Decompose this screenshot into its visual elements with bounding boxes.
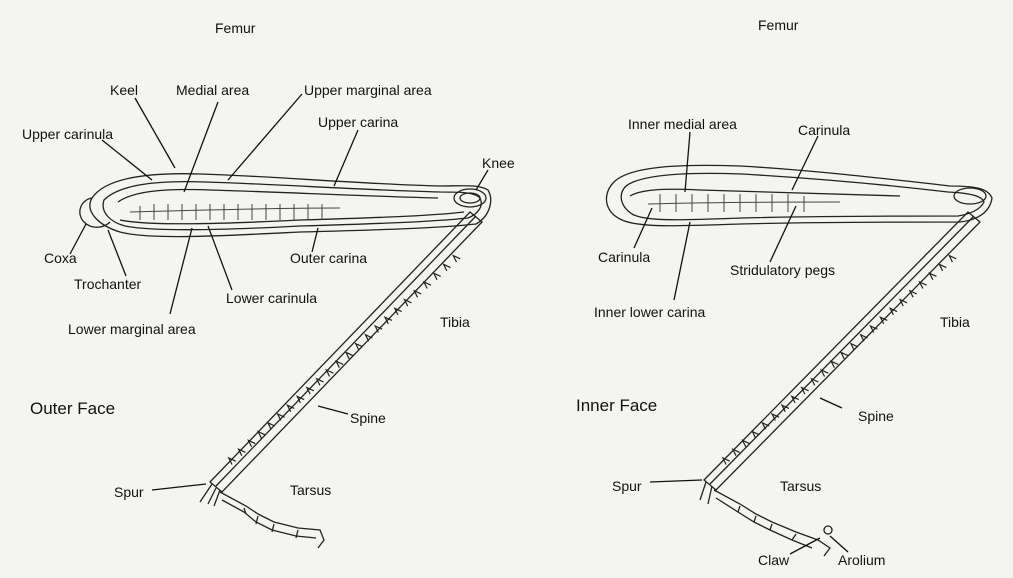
outer-knee-label: Knee	[482, 155, 515, 171]
outer-lower-marginal-area-label: Lower marginal area	[68, 321, 196, 337]
inner-face-title: Inner Face	[576, 396, 657, 415]
outer-upper-carina-label: Upper carina	[318, 114, 398, 130]
outer-upper-marginal-area-label: Upper marginal area	[304, 82, 432, 98]
outer-keel-label: Keel	[110, 82, 138, 98]
tibia-spine	[939, 264, 946, 271]
outer-trochanter-label: Trochanter	[74, 276, 141, 292]
inner-tarsus-label: Tarsus	[780, 478, 821, 494]
tibia-spine	[297, 396, 304, 403]
outer-medial-area-label: Medial area	[176, 82, 249, 98]
outer-face-title: Outer Face	[30, 399, 115, 418]
inner-arolium-label: Arolium	[838, 552, 885, 568]
outer-coxa-label: Coxa	[44, 250, 77, 266]
inner-carinula-label: Carinula	[598, 249, 650, 265]
inner-spur-label: Spur	[612, 478, 642, 494]
tibia-spine	[239, 449, 246, 456]
inner-tibia-spines	[723, 256, 956, 465]
tibia-spine	[930, 273, 937, 280]
tibia-spine	[229, 458, 236, 465]
tibia-spine	[317, 379, 324, 386]
tibia-spine	[414, 291, 421, 298]
outer-lower-carinula-label: Lower carinula	[226, 290, 317, 306]
tibia-spine	[900, 300, 907, 307]
tibia-spine	[385, 317, 392, 324]
inner-tibia-label: Tibia	[940, 314, 970, 330]
tibia-spine	[395, 308, 402, 315]
tibia-spine	[444, 264, 451, 271]
inner-knee	[954, 188, 986, 204]
inner-lower-carina-label: Inner lower carina	[594, 304, 705, 320]
tibia-spine	[792, 396, 799, 403]
tibia-spine	[723, 458, 730, 465]
inner-medial-area-label: Inner medial area	[628, 116, 737, 132]
outer-tarsus	[220, 492, 324, 548]
tibia-spine	[434, 273, 441, 280]
outer-spur-label: Spur	[114, 484, 144, 500]
tibia-spine	[821, 370, 828, 377]
tibia-spine	[812, 379, 819, 386]
outer-outer-carina-label: Outer carina	[290, 250, 367, 266]
tibia-spine	[405, 300, 412, 307]
tibia-spine	[949, 256, 956, 263]
inner-claw-label: Claw	[758, 552, 789, 568]
tibia-spine	[802, 388, 809, 395]
tibia-spine	[743, 440, 750, 447]
outer-knee	[454, 189, 486, 207]
outer-femur-label: Femur	[215, 20, 255, 36]
outer-femur-pattern	[130, 204, 340, 220]
tibia-spine	[453, 256, 460, 263]
inner-carinula-top-label: Carinula	[798, 122, 850, 138]
inner-spine-label: Spine	[858, 408, 894, 424]
inner-femur-label: Femur	[758, 17, 798, 33]
outer-tibia-spines	[229, 256, 460, 465]
outer-upper-carinula-label: Upper carinula	[22, 126, 113, 142]
outer-tarsus-label: Tarsus	[290, 482, 331, 498]
outer-spine-label: Spine	[350, 410, 386, 426]
tibia-spine	[890, 308, 897, 315]
tibia-spine	[920, 282, 927, 289]
tibia-spine	[910, 291, 917, 298]
inner-arolium-drawing	[824, 526, 832, 534]
inner-leg-drawing	[606, 165, 992, 556]
inner-tarsus	[714, 490, 830, 556]
tibia-spine	[326, 370, 333, 377]
inner-stridulatory-pegs-label: Stridulatory pegs	[730, 262, 835, 278]
tibia-spine	[307, 388, 314, 395]
tibia-spine	[424, 282, 431, 289]
outer-tibia-label: Tibia	[440, 314, 470, 330]
inner-femur-pattern	[648, 194, 840, 212]
